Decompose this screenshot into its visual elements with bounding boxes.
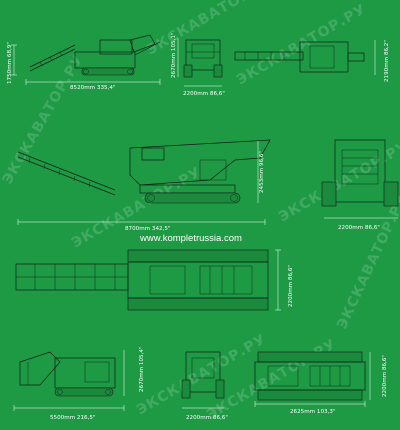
row1-side-view	[29, 34, 161, 76]
row2-side-dimensions: 2453mm 96,6" 8700mm 342,5"	[17, 141, 266, 232]
row2-side-height-label: 2453mm 96,6"	[259, 151, 265, 193]
row1-side-height-label: 1750mm 68,9"	[7, 42, 13, 84]
row3-top-dimensions: 2200mm 86,6"	[275, 249, 294, 311]
row3-top-width-label: 2200mm 86,6"	[288, 265, 294, 307]
row4-top-dimensions: 2200mm 86,6" 2625mm 103,3"	[254, 352, 388, 415]
row4-side-height-label: 2670mm 105,4"	[139, 346, 145, 392]
website-url: www.kompletrussia.com	[139, 233, 242, 244]
row4-top-length-label: 2625mm 103,3"	[290, 409, 336, 415]
row1-side-dimensions: 1750mm 68,9" 8520mm 335,4"	[7, 42, 161, 91]
row4-top-width-label: 2200mm 86,6"	[382, 355, 388, 397]
row1-front-height-label: 2670mm 105,1"	[171, 32, 177, 78]
row4-side-view	[19, 351, 116, 397]
row3-top-view	[15, 249, 269, 311]
row1-top-height-label: 2190mm 86,2"	[384, 40, 390, 82]
watermark-text: ЭКСКАВАТОР.РУ	[144, 0, 279, 58]
row4-top-view	[254, 351, 366, 401]
watermark-text: ЭКСКАВАТОР.РУ	[276, 138, 400, 225]
row2-side-length-label: 8700mm 342,5"	[125, 226, 171, 232]
row2-front-view	[321, 139, 399, 207]
row2-front-width-label: 2200mm 86,6"	[338, 225, 380, 231]
row1-front-width-label: 2200mm 86,6"	[183, 91, 225, 97]
row1-front-dimensions: 2670mm 105,1" 2200mm 86,6"	[171, 32, 225, 97]
row1-front-view	[183, 39, 223, 78]
watermark-text: ЭКСКАВАТОР.РУ	[234, 1, 369, 88]
row4-front-view	[181, 351, 225, 399]
row4-side-length-label: 5500mm 216,5"	[50, 415, 96, 421]
row1-top-view	[234, 41, 365, 73]
row2-front-dimensions: 2200mm 86,6"	[324, 217, 398, 231]
watermark-text: ЭКСКАВАТОР.РУ	[334, 192, 400, 332]
row4-front-dimensions: 2200mm 86,6"	[182, 407, 228, 421]
row4-front-width-label: 2200mm 86,6"	[186, 415, 228, 421]
row4-side-dimensions: 2670mm 105,4" 5500mm 216,5"	[13, 346, 145, 421]
row1-top-dimensions: 2190mm 86,2"	[374, 40, 390, 82]
row1-side-length-label: 8520mm 335,4"	[70, 85, 116, 91]
row2-side-view	[17, 139, 271, 204]
watermark-text: ЭКСКАВАТОР.РУ	[134, 331, 269, 418]
